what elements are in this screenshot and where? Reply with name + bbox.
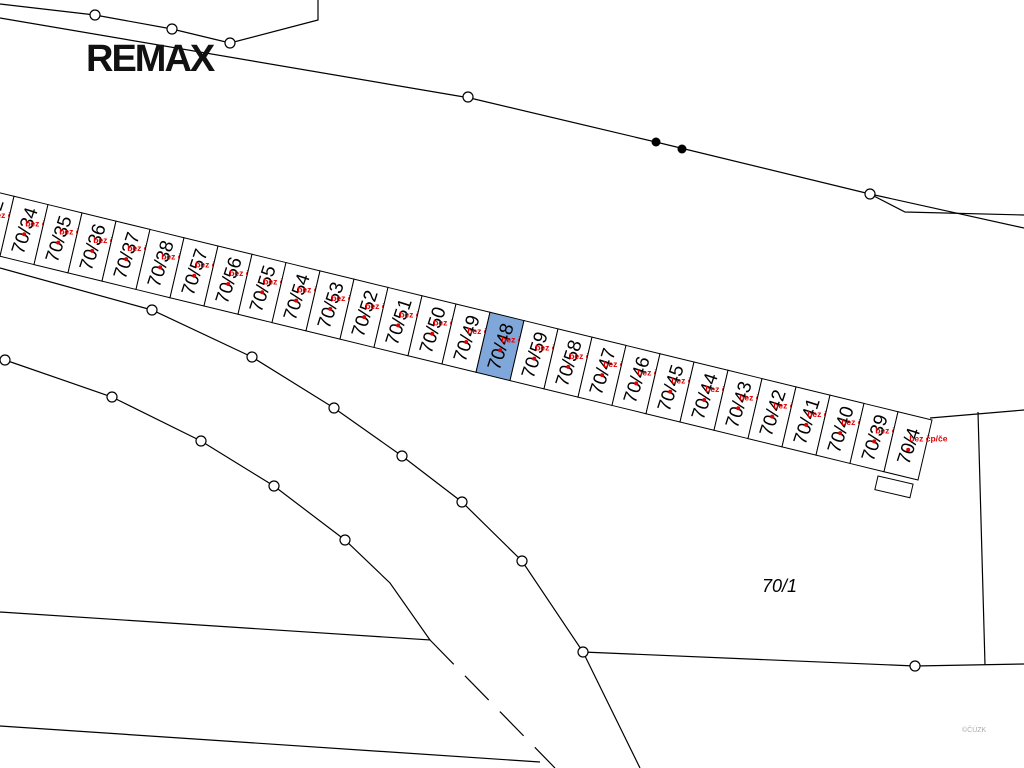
annotation-label: bez čp/če (909, 434, 948, 444)
annotation-dot (804, 422, 809, 427)
credit-text: ©ČÚZK (962, 727, 987, 734)
annotation-dot (328, 306, 333, 311)
annotation-dot (56, 240, 61, 245)
annotation-dot (260, 290, 265, 295)
annotation-dot (158, 265, 163, 270)
annotation-dot (702, 398, 707, 402)
annotation-dot (770, 414, 775, 419)
annotation-dot (906, 447, 911, 452)
annotation-dot (294, 298, 299, 303)
end-box (874, 475, 914, 499)
annotation-dot (736, 406, 741, 411)
annotation-dot (192, 273, 197, 278)
annotation-dot (396, 323, 401, 328)
annotation-dot (600, 373, 605, 378)
annotation-dot (362, 315, 367, 320)
annotation-dot (566, 364, 571, 369)
annotation-dot (838, 431, 843, 436)
annotation-dot (124, 257, 129, 262)
annotation-dot (464, 340, 469, 344)
parcel-70-1-label[interactable]: 70/1 (762, 576, 797, 596)
annotation-dot (532, 356, 537, 361)
remax-logo: REMAX (86, 38, 215, 80)
annotation-dot (90, 248, 95, 253)
annotation-dot (430, 331, 435, 336)
annotation-dot (668, 389, 673, 394)
survey-points (0, 9, 921, 672)
annotation-dot (22, 232, 27, 237)
annotation-dot (634, 381, 639, 386)
annotation-dot (498, 348, 503, 353)
annotation-dot (226, 282, 231, 286)
annotation-dot (872, 439, 877, 444)
parcel-70-4[interactable] (883, 411, 933, 481)
